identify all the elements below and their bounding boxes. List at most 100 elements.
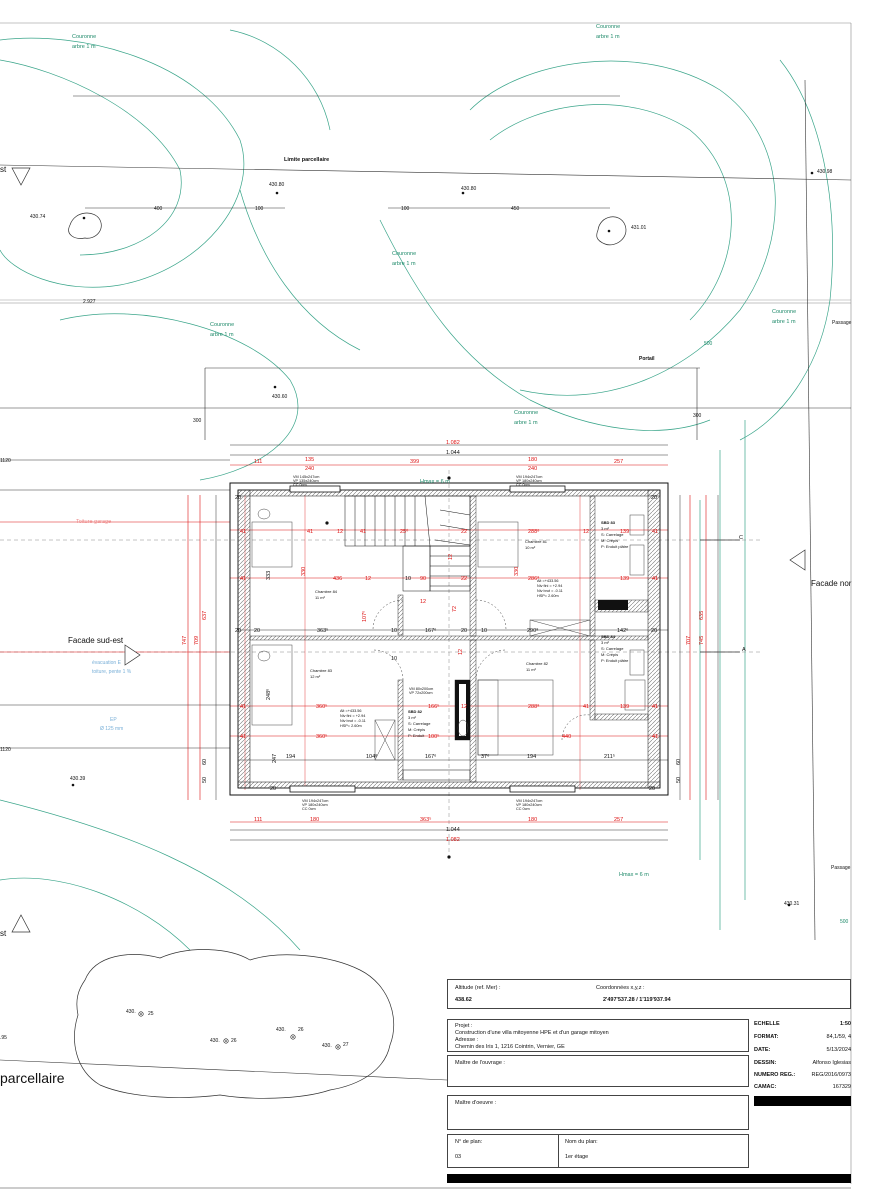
door-tag: VM 80x200cm: [409, 687, 433, 691]
site-text: Couronne arbre 1 m Couronne arbre 1 m Co…: [0, 24, 852, 1049]
site-lines: [0, 79, 852, 1189]
svg-text:20: 20: [461, 628, 467, 634]
frame-lines: [0, 22, 852, 1184]
staircase: [344, 495, 471, 592]
svg-text:41: 41: [652, 529, 658, 535]
svg-text:10: 10: [405, 576, 411, 582]
altitude: .95: [0, 1035, 7, 1041]
altitude: 430.80: [269, 182, 285, 188]
sbd-area: 3 m²: [601, 640, 610, 645]
svg-text:60: 60: [202, 759, 208, 765]
sbd-name: SBD 82: [408, 709, 423, 714]
facade-n-label: Facade nor: [811, 579, 852, 588]
bottom-tree-blob: [68, 212, 627, 1099]
window-vp: VP 180x240cm: [516, 479, 542, 483]
ep-note: Ø 125 mm: [100, 726, 123, 732]
room-area: 11 m²: [526, 667, 537, 672]
window-vm: VM 194x247cm: [516, 475, 542, 479]
room-area: 12 m²: [310, 674, 321, 679]
maitre-oeuvre-label: Maître d'oeuvre :: [455, 1100, 497, 1106]
dim-total: 1.044: [446, 450, 460, 456]
sbd-ceiling: P: Enduit plâtre: [601, 544, 629, 549]
adresse-value: Chemin des Iris 1, 1216 Cointrin, Vernie…: [455, 1044, 565, 1050]
sbd-floor: S: Carrelage: [601, 532, 624, 537]
svg-text:194: 194: [286, 754, 295, 760]
window-cc: CC 0cm: [293, 483, 307, 487]
dim: 180: [528, 817, 537, 823]
sbd-name: SBD 83: [601, 520, 616, 525]
dim-total: 1.044: [446, 827, 460, 833]
projet-value: Construction d'une villa mitoyenne HPE e…: [455, 1030, 609, 1036]
svg-text:37⁶: 37⁶: [481, 753, 489, 760]
maitre-oeuvre-cell: Maître d'oeuvre :: [447, 1095, 749, 1130]
hmax-bottom: Hmax = 6 m: [619, 872, 649, 878]
svg-text:50: 50: [202, 777, 208, 783]
svg-text:41: 41: [240, 704, 246, 710]
projet-label: Projet :: [455, 1023, 473, 1029]
section-markers: [11, 167, 806, 933]
altitude-value: 438.62: [455, 997, 472, 1003]
tree-crowns: [0, 29, 833, 951]
svg-text:139: 139: [620, 576, 629, 582]
evac-label: évacuation E: [92, 660, 122, 666]
maitre-ouvrage-label: Maître de l'ouvrage :: [455, 1060, 505, 1066]
nomplan-label: Nom du plan:: [565, 1139, 598, 1145]
sbd-wall: M: Crépis: [601, 538, 618, 543]
dim: 111: [254, 459, 262, 465]
svg-text:166⁵: 166⁵: [428, 703, 439, 710]
svg-text:20: 20: [235, 628, 241, 634]
altitude: 430.31: [784, 901, 800, 907]
plan-top-dims: 1.082 1.044 111 399 257 135 240 180 240: [254, 440, 623, 472]
sbd-name: SBD 84: [601, 634, 616, 639]
site-dim: 2.927: [83, 299, 96, 305]
window-cc: CC 0cm: [516, 807, 530, 811]
window-vm: VM 145x247cm: [293, 475, 319, 479]
svg-text:90: 90: [420, 576, 426, 582]
svg-text:100⁵: 100⁵: [428, 733, 439, 740]
sbd-floor: S: Carrelage: [408, 721, 431, 726]
svg-text:20: 20: [651, 628, 657, 634]
svg-text:167⁶: 167⁶: [425, 753, 436, 760]
svg-text:440: 440: [562, 734, 571, 740]
svg-text:25⁰: 25⁰: [400, 528, 409, 535]
svg-text:211⁵: 211⁵: [604, 753, 615, 760]
svg-text:12: 12: [337, 529, 343, 535]
svg-text:41: 41: [583, 704, 589, 710]
door-tag: VP 72x200cm: [409, 691, 433, 695]
crown-label: Couronne: [772, 309, 796, 315]
survey-points: [71, 171, 814, 1050]
numero-label: NUMERO REG.:: [754, 1072, 796, 1078]
alt-note: Niv brut = -0.11: [340, 719, 366, 723]
svg-text:50: 50: [676, 777, 682, 783]
red-dim-lines: [0, 464, 707, 823]
dim: 240: [528, 466, 537, 472]
format-label: FORMAT:: [754, 1034, 779, 1040]
dim-total: 1.082: [446, 837, 460, 843]
crown-label: Couronne: [210, 322, 234, 328]
dim: 240: [305, 466, 314, 472]
svg-text:330: 330: [514, 567, 520, 576]
tree-alt: 26: [231, 1038, 237, 1044]
site-dim: 1120: [0, 747, 11, 753]
room-area: 11 m²: [315, 595, 326, 600]
parcellaire-label: parcellaire: [0, 1070, 65, 1086]
svg-text:360⁵: 360⁵: [316, 703, 327, 710]
svg-text:41: 41: [240, 529, 246, 535]
window-vp: VP 180x240cm: [516, 803, 542, 807]
sbd-ceiling: P: Enduit plâtre: [601, 658, 629, 663]
passage-label: Passage: [832, 320, 852, 326]
crown-size: arbre 1 m: [210, 332, 234, 338]
svg-text:363⁵: 363⁵: [317, 627, 328, 634]
tree-alt: 25: [148, 1011, 154, 1017]
est-label: st: [0, 165, 7, 174]
room-name: Chambre 84: [315, 589, 338, 594]
svg-text:248⁶: 248⁶: [265, 689, 272, 700]
tree-alt: 26: [298, 1027, 304, 1033]
sbd-wall: M: Crépis: [408, 727, 425, 732]
coords-label: Coordonnées x,y,z :: [596, 985, 645, 991]
dessin-label: DESSIN:: [754, 1060, 777, 1066]
furniture: [251, 508, 646, 761]
alt-note: Alt =+433.56: [340, 709, 362, 713]
svg-text:12: 12: [583, 529, 589, 535]
tree-alt: 430.: [276, 1027, 286, 1033]
